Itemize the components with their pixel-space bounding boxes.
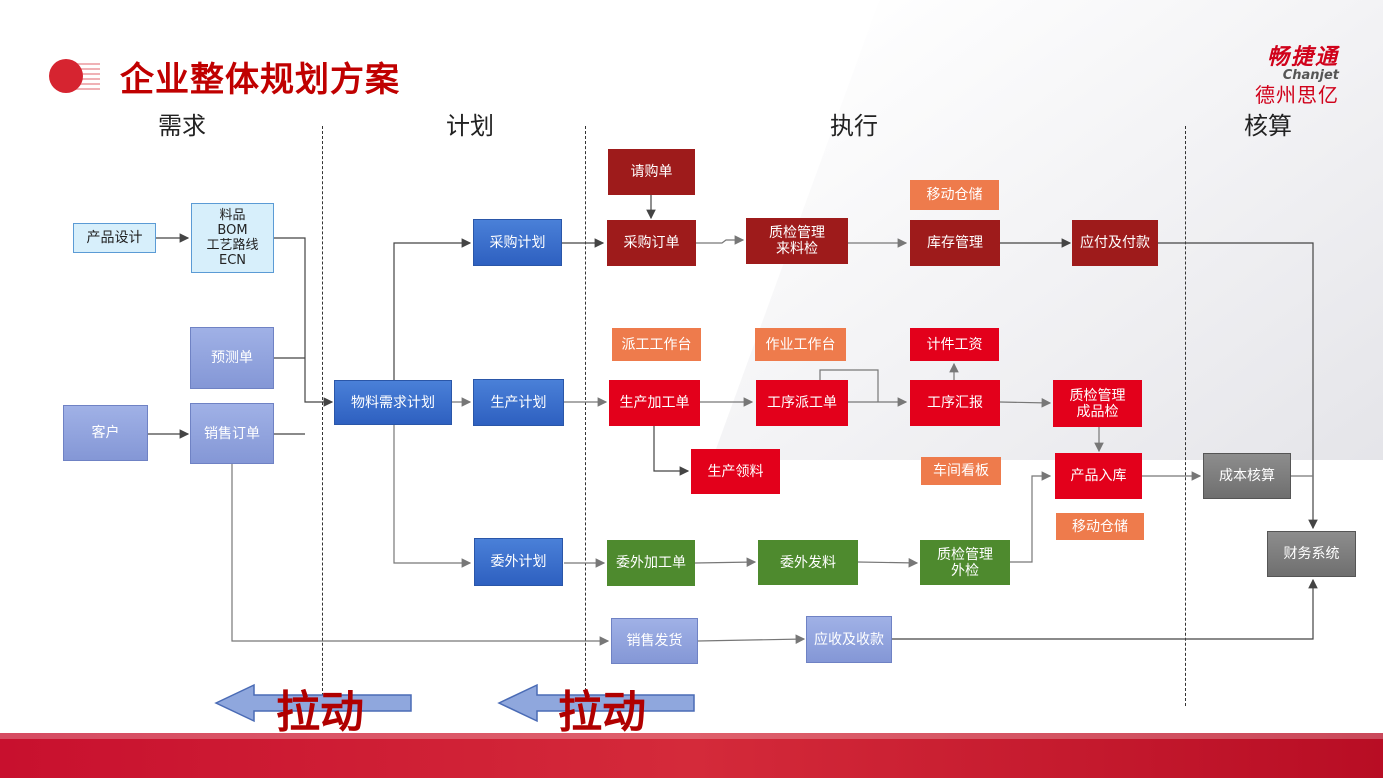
divider-plan-execute (585, 126, 586, 706)
section-account: 核算 (1244, 112, 1292, 140)
node-outsource-issue[interactable]: 委外发料 (758, 540, 858, 585)
node-bom[interactable]: 料品 BOM 工艺路线 ECN (191, 203, 274, 273)
logo-brand-cn: 畅捷通 (1266, 45, 1339, 70)
node-material-issue[interactable]: 生产领料 (691, 449, 780, 494)
title-bullet-icon (49, 59, 100, 93)
node-process-dispatch[interactable]: 工序派工单 (756, 380, 848, 426)
node-piece-wage[interactable]: 计件工资 (910, 328, 999, 361)
node-purchase-order[interactable]: 采购订单 (607, 220, 696, 266)
node-customer[interactable]: 客户 (63, 405, 148, 461)
pull-label-1: 拉动 (276, 687, 364, 738)
node-receivables[interactable]: 应收及收款 (806, 616, 892, 663)
divider-execute-account (1185, 126, 1186, 706)
node-purchase-plan[interactable]: 采购计划 (473, 219, 562, 266)
node-qc-finished[interactable]: 质检管理 成品检 (1053, 380, 1142, 427)
node-work-station[interactable]: 作业工作台 (755, 328, 846, 361)
node-process-report[interactable]: 工序汇报 (910, 380, 1000, 426)
node-finance-system[interactable]: 财务系统 (1267, 531, 1356, 577)
node-work-order[interactable]: 生产加工单 (609, 380, 700, 426)
node-purchase-request[interactable]: 请购单 (608, 149, 695, 195)
page-title: 企业整体规划方案 (120, 60, 400, 100)
pull-arrow-icon (214, 683, 412, 723)
node-outsource-plan[interactable]: 委外计划 (474, 538, 563, 586)
node-product-receipt[interactable]: 产品入库 (1055, 453, 1142, 499)
footer-band (0, 733, 1383, 778)
node-qc-external[interactable]: 质检管理 外检 (920, 540, 1010, 585)
node-mobile-storage-2[interactable]: 移动仓储 (1056, 513, 1144, 540)
node-dispatch-station[interactable]: 派工工作台 (612, 328, 701, 361)
pull-arrow-icon (497, 683, 695, 723)
pull-label-2: 拉动 (558, 687, 646, 738)
logo-company-name: 德州思亿 (1255, 83, 1339, 107)
node-inventory[interactable]: 库存管理 (910, 220, 1000, 266)
logo-brand-en: Chanjet (1282, 68, 1339, 83)
node-mrp[interactable]: 物料需求计划 (334, 380, 452, 425)
node-cost-accounting[interactable]: 成本核算 (1203, 453, 1291, 499)
section-demand: 需求 (158, 112, 206, 140)
node-mobile-storage-1[interactable]: 移动仓储 (910, 180, 999, 210)
node-qc-incoming[interactable]: 质检管理 来料检 (746, 218, 848, 264)
divider-demand-plan (322, 126, 323, 706)
company-logo: 畅捷通 Chanjet 德州思亿 (1255, 46, 1339, 108)
node-payables[interactable]: 应付及付款 (1072, 220, 1158, 266)
section-execute: 执行 (830, 112, 878, 140)
node-forecast[interactable]: 预测单 (190, 327, 274, 389)
node-outsource-order[interactable]: 委外加工单 (607, 540, 695, 586)
node-product-design[interactable]: 产品设计 (73, 223, 156, 253)
node-sales-delivery[interactable]: 销售发货 (611, 618, 698, 664)
section-plan: 计划 (446, 112, 494, 140)
node-production-plan[interactable]: 生产计划 (473, 379, 564, 426)
node-workshop-board[interactable]: 车间看板 (921, 457, 1001, 485)
node-sales-order[interactable]: 销售订单 (190, 403, 274, 464)
